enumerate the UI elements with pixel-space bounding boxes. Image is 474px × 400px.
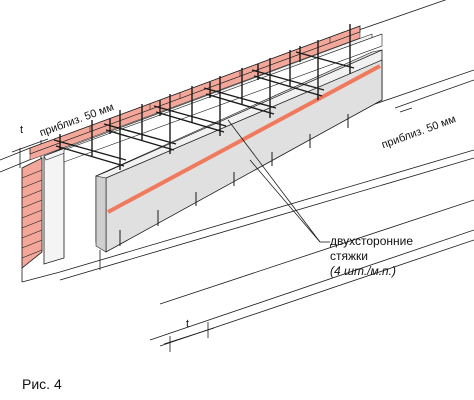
dimension-t-bottom: t bbox=[186, 318, 190, 330]
callout-leaders bbox=[227, 119, 330, 243]
two-sided-tie-icon bbox=[53, 24, 355, 170]
callout-text: двухсторонние стяжки (4 шт./м.п.) bbox=[330, 234, 413, 279]
callout-line-2: стяжки bbox=[330, 249, 368, 263]
brick-leaf bbox=[21, 25, 361, 269]
panel-ticks bbox=[119, 114, 349, 246]
callout-line-1: двухсторонние bbox=[330, 234, 413, 248]
figure-caption: Рис. 4 bbox=[22, 376, 62, 392]
dimension-t-top: t bbox=[20, 124, 24, 136]
accent-stripe bbox=[107, 64, 381, 214]
callout-line-3: (4 шт./м.п.) bbox=[330, 264, 396, 278]
inner-panel bbox=[95, 49, 383, 253]
